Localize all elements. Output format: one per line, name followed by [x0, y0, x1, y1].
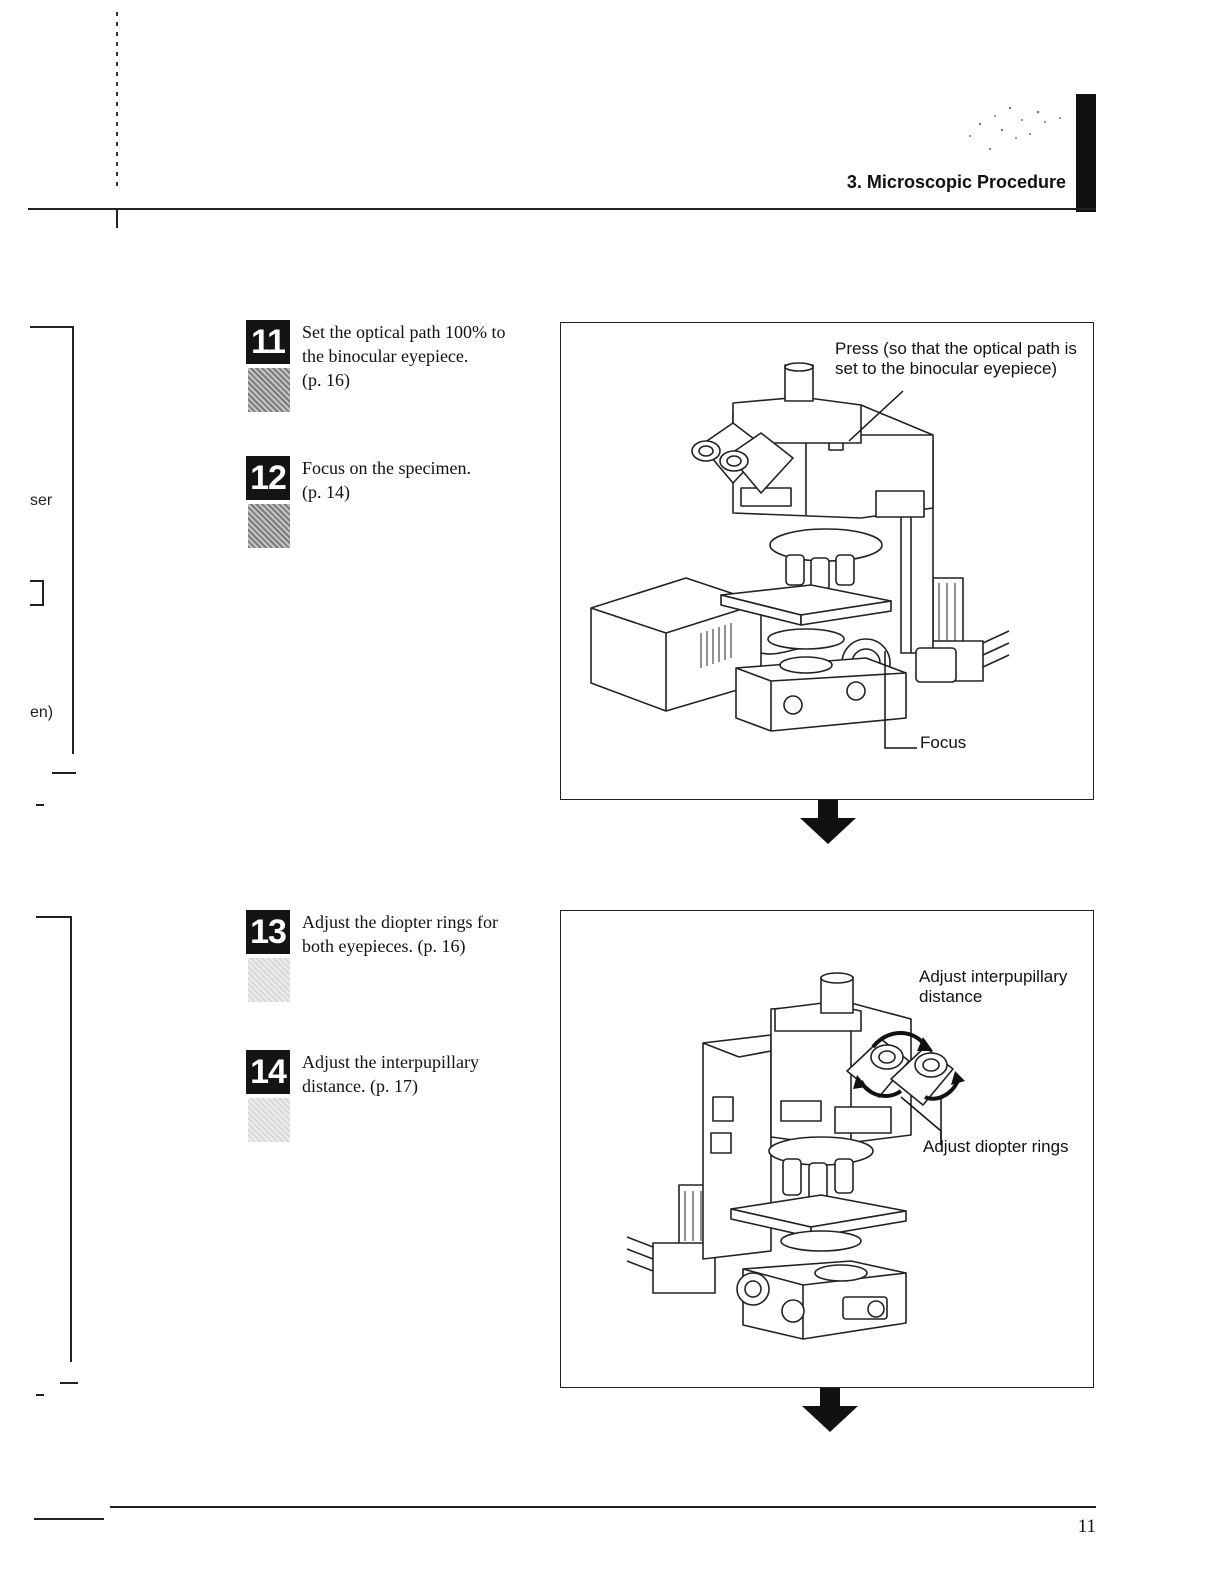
step-instruction: Adjust the interpupillary distance. (p. …	[302, 1052, 479, 1096]
callout-press: Press (so that the optical path is set t…	[835, 339, 1077, 378]
footer-rule-left	[34, 1518, 104, 1520]
step-14: 14 Adjust the interpupillary distance. (…	[246, 1050, 536, 1150]
step-instruction: Focus on the specimen. (p. 14)	[302, 458, 471, 502]
figure-diopter-interpupillary: Adjust interpupillary distance Adjust di…	[560, 910, 1094, 1388]
step-instruction: Set the optical path 100% to the binocul…	[302, 322, 506, 390]
bleed-text: ser	[30, 492, 53, 509]
figure-optical-path-focus: Press (so that the optical path is set t…	[560, 322, 1094, 800]
footer-rule	[110, 1506, 1096, 1508]
callout-focus: Focus	[920, 733, 967, 752]
page-number: 11	[1077, 1516, 1096, 1537]
step-number-badge: 11	[246, 320, 290, 364]
step-marker-icon	[248, 368, 290, 412]
callout-interpupillary: Adjust interpupillary distance	[919, 967, 1068, 1006]
bleed-dash	[36, 1394, 44, 1396]
section-title: 3. Microscopic Procedure	[846, 172, 1066, 192]
step-number-badge: 14	[246, 1050, 290, 1094]
step-number-badge: 13	[246, 910, 290, 954]
step-11: 11 Set the optical path 100% to the bino…	[246, 320, 536, 420]
step-12: 12 Focus on the specimen. (p. 14)	[246, 456, 536, 556]
bleed-bracket-top	[36, 916, 72, 918]
microscope-illustration	[626, 972, 965, 1340]
bleed-dash	[36, 804, 44, 806]
bleed-box	[30, 580, 44, 606]
bleed-bracket-side	[70, 916, 72, 1362]
step-instruction: Adjust the diopter rings for both eyepie…	[302, 912, 498, 956]
callout-diopter: Adjust diopter rings	[923, 1137, 1069, 1156]
step-marker-icon	[248, 1098, 290, 1142]
header-rule-tick	[116, 208, 118, 228]
arrow-down-icon	[800, 800, 856, 844]
step-number-badge: 12	[246, 456, 290, 500]
bleed-dash	[60, 1382, 78, 1384]
section-tab-marker	[1076, 94, 1096, 212]
step-marker-icon	[248, 504, 290, 548]
bleed-text: en)	[30, 704, 54, 721]
arrow-down-icon	[802, 1388, 858, 1432]
scan-speckle	[969, 106, 1061, 151]
bleed-dash	[52, 772, 76, 774]
bleed-bracket-side	[72, 326, 74, 754]
header-rule	[28, 208, 1096, 210]
microscope-illustration	[590, 362, 1010, 749]
bleed-bracket-top	[30, 326, 74, 328]
step-13: 13 Adjust the diopter rings for both eye…	[246, 910, 536, 1010]
step-marker-icon	[248, 958, 290, 1002]
scan-edge-marks	[116, 12, 118, 192]
